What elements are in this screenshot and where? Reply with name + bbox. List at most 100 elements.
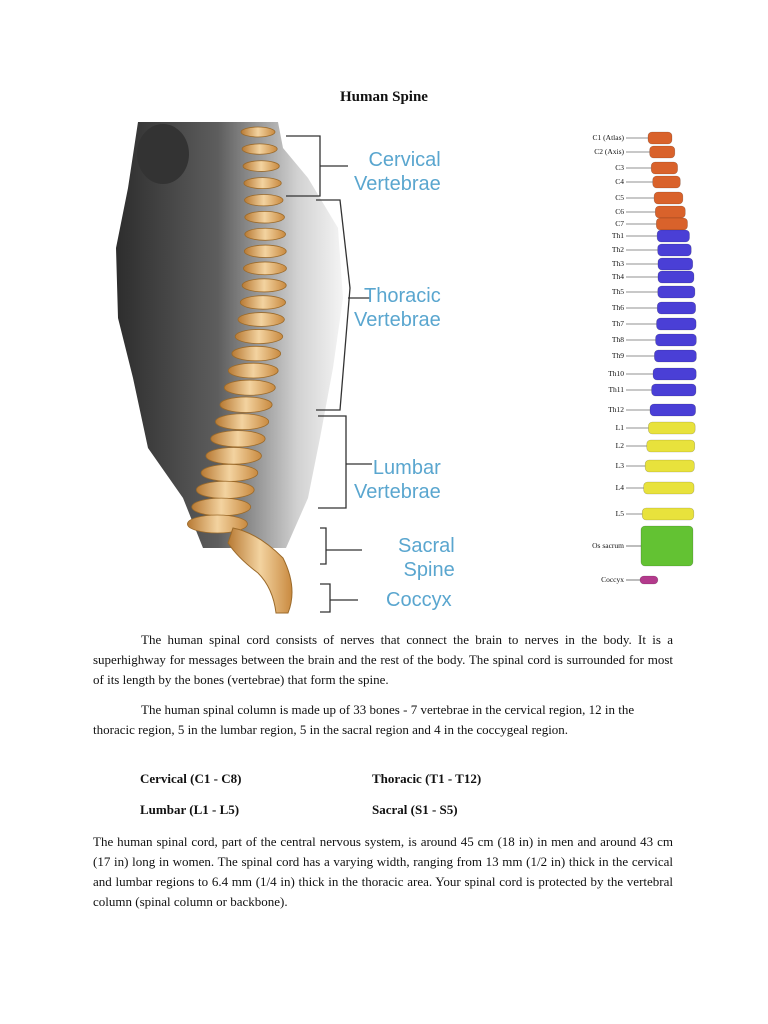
vertebra <box>239 295 286 310</box>
colored-vertebra <box>652 175 681 189</box>
vertebra <box>244 210 285 224</box>
vertebra-label: C5 <box>615 193 624 202</box>
coccyx-label: Coccyx <box>386 589 452 611</box>
colored-vertebra <box>647 131 673 145</box>
colored-vertebra <box>657 243 692 257</box>
vertebra-label: L1 <box>615 423 624 432</box>
paragraph-3: The human spinal cord, part of the centr… <box>93 832 673 912</box>
vertebra-label: L2 <box>615 441 624 450</box>
vertebra <box>241 278 287 293</box>
region-sacral: Sacral (S1 - S5) <box>372 802 458 817</box>
paragraph-1: The human spinal cord consists of nerves… <box>93 630 673 690</box>
vertebra <box>241 143 278 155</box>
label-line: Lumbar <box>372 457 441 479</box>
vertebra-label: Th9 <box>611 351 624 360</box>
colored-vertebra <box>643 481 695 495</box>
vertebra <box>219 396 273 413</box>
label-line: Spine <box>403 559 455 581</box>
vertebra-label: L3 <box>615 461 624 470</box>
colored-vertebra <box>651 383 697 397</box>
colored-vertebra <box>654 349 697 363</box>
vertebra <box>196 480 255 499</box>
vertebra <box>244 227 286 241</box>
vertebra-label: Th4 <box>611 272 624 281</box>
colored-vertebra <box>646 439 696 453</box>
vertebra-label: Coccyx <box>601 575 624 584</box>
vertebra-label: Th3 <box>611 259 624 268</box>
colored-vertebra <box>656 317 697 331</box>
label-line: Cervical <box>368 149 441 171</box>
colored-vertebra <box>640 525 694 567</box>
colored-vertebra <box>648 421 696 435</box>
region-thoracic: Thoracic (T1 - T12) <box>372 771 482 786</box>
vertebra-label: Th5 <box>611 287 624 296</box>
vertebra <box>237 312 285 327</box>
vertebra <box>234 329 284 345</box>
label-line: Vertebrae <box>354 173 441 195</box>
colored-vertebra <box>657 270 695 284</box>
colored-vertebra <box>656 217 688 231</box>
vertebra-label: C6 <box>615 207 624 216</box>
label-line: Vertebrae <box>354 481 441 503</box>
vertebra <box>191 497 252 517</box>
vertebra-label: Os sacrum <box>592 541 624 550</box>
vertebra <box>231 345 282 362</box>
vertebra <box>243 244 287 258</box>
vertebra <box>215 413 270 431</box>
vertebra-label: L4 <box>615 483 624 492</box>
vertebra <box>243 177 282 190</box>
page-title: Human Spine <box>340 89 428 105</box>
vertebra <box>240 126 276 138</box>
colored-vertebra <box>649 403 696 417</box>
vertebra-label: Th10 <box>608 369 624 378</box>
vertebra <box>210 430 266 448</box>
colored-vertebra <box>644 459 695 473</box>
paragraph-text: The human spinal cord, part of the centr… <box>93 834 673 909</box>
label-line: Sacral <box>398 535 455 557</box>
colored-vertebra <box>657 285 696 299</box>
vertebra-label: C3 <box>615 163 624 172</box>
vertebra-label: L5 <box>615 509 624 518</box>
vertebra <box>223 379 276 396</box>
colored-vertebra <box>650 161 678 175</box>
paragraph-text: The human spinal column is made up of 33… <box>93 702 635 737</box>
vertebra <box>205 447 262 465</box>
colored-vertebra <box>652 367 697 381</box>
colored-vertebra <box>656 301 696 315</box>
torso-spine-illustration <box>116 122 372 614</box>
vertebra-label: Th8 <box>611 335 624 344</box>
vertebra <box>244 194 284 207</box>
vertebra-label: Th11 <box>608 385 624 394</box>
vertebra-label: Th1 <box>611 231 624 240</box>
colored-vertebra <box>649 145 676 159</box>
colored-spine-illustration <box>626 131 697 585</box>
vertebra-label: C7 <box>615 219 624 228</box>
vertebra-label: Th2 <box>611 245 624 254</box>
vertebra <box>200 463 259 482</box>
vertebra-label: Th7 <box>611 319 624 328</box>
label-line: Vertebrae <box>354 309 441 331</box>
vertebra <box>227 362 279 379</box>
region-cervical: Cervical (C1 - C8) <box>140 771 242 786</box>
colored-vertebra <box>653 191 684 205</box>
vertebra <box>242 160 280 172</box>
label-line: Thoracic <box>364 285 441 307</box>
region-lumbar: Lumbar (L1 - L5) <box>140 802 240 817</box>
paragraph-text: The human spinal cord consists of nerves… <box>93 632 673 687</box>
vertebra-label: C4 <box>615 177 624 186</box>
paragraph-2: The human spinal column is made up of 33… <box>93 700 673 740</box>
colored-vertebra <box>656 229 690 243</box>
colored-vertebra <box>657 257 694 271</box>
vertebra-label: Th6 <box>611 303 624 312</box>
colored-vertebra <box>639 575 659 585</box>
vertebra-label: C1 (Atlas) <box>592 133 624 142</box>
colored-vertebra <box>641 507 695 521</box>
vertebra <box>243 261 287 276</box>
